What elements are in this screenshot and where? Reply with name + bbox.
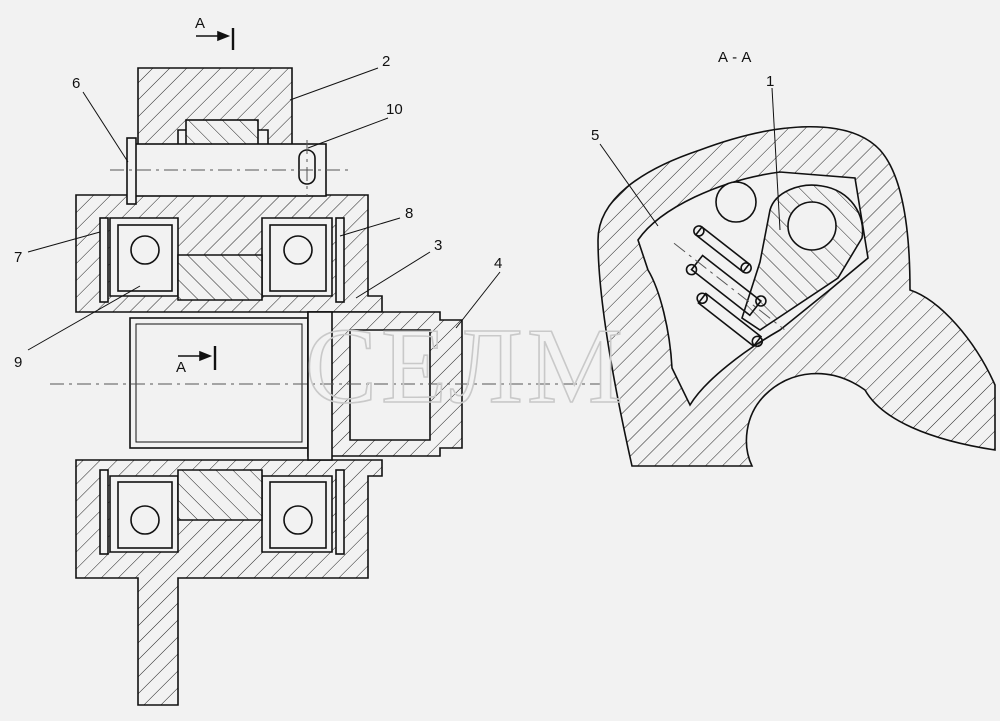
callout-5: 5: [591, 127, 599, 144]
bearing-upper-right: [269, 224, 327, 292]
callout-1: 1: [766, 73, 774, 90]
hub-lower: [177, 469, 263, 521]
view-title: А - А: [718, 49, 751, 66]
section-a-a: [597, 126, 996, 467]
shaft-flange: [307, 311, 333, 461]
retaining-ring-7-upper: [99, 217, 109, 303]
callout-3: 3: [434, 237, 442, 254]
bearing-upper-left: [117, 224, 173, 292]
output-shaft-end: [307, 311, 463, 457]
shaft-bore-inner: [135, 323, 303, 443]
housing-hole: [715, 181, 757, 223]
callout-leaders: [27, 67, 781, 351]
lever-pivot: [787, 201, 837, 251]
bearing-lower-right: [269, 481, 327, 549]
longitudinal-section: [50, 67, 600, 706]
callout-10: 10: [386, 101, 403, 118]
retaining-ring-8-upper: [335, 217, 345, 303]
retaining-ring-8-lower: [335, 469, 345, 555]
callout-6: 6: [72, 75, 80, 92]
callout-4: 4: [494, 255, 502, 272]
callout-2: 2: [382, 53, 390, 70]
bearing-lower-left: [117, 481, 173, 549]
retaining-ring-7-lower: [99, 469, 109, 555]
watermark: СЕЛМ: [305, 307, 627, 426]
section-mark-center: A: [176, 346, 217, 376]
callout-8: 8: [405, 205, 413, 222]
svg-text:A: A: [195, 15, 205, 32]
spring-5: [673, 225, 785, 348]
svg-text:A: A: [176, 359, 186, 376]
shaft-bore: [129, 317, 309, 449]
section-mark-top: A: [195, 15, 235, 50]
housing-lower: [75, 459, 383, 706]
callout-7: 7: [14, 249, 22, 266]
callout-9: 9: [14, 354, 22, 371]
lock-plate-6: [126, 137, 137, 205]
hub-upper: [177, 254, 263, 301]
